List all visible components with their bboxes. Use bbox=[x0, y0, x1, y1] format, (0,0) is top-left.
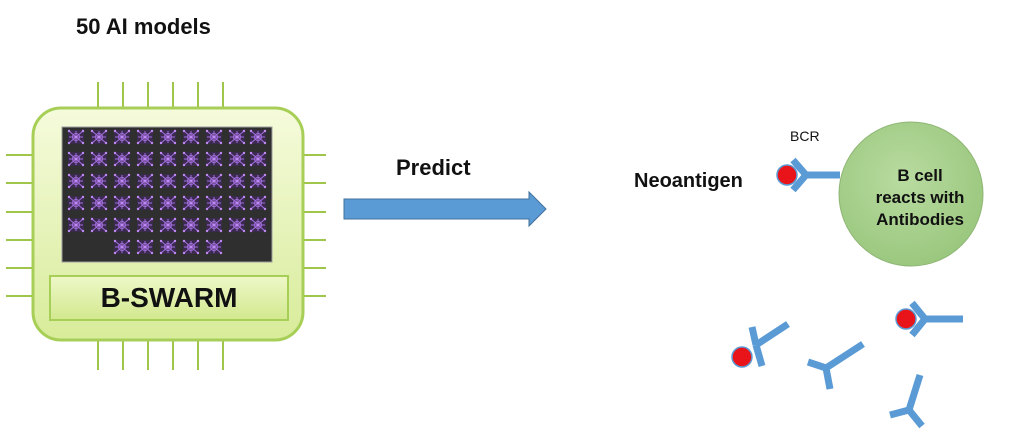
antibody-free-middle bbox=[806, 341, 865, 390]
antibody-free-bottom bbox=[889, 373, 925, 429]
bcell-label: B cell reacts with Antibodies bbox=[840, 138, 1000, 258]
b-cell bbox=[838, 121, 984, 267]
chip-label: B-SWARM bbox=[100, 282, 238, 313]
diagram-title: 50 AI models bbox=[76, 14, 211, 39]
chip-pins bbox=[6, 82, 326, 370]
bcr-label: BCR bbox=[790, 128, 820, 144]
model-row-3 bbox=[67, 173, 267, 189]
right-arrow-icon bbox=[343, 190, 547, 228]
model-row-4 bbox=[67, 195, 267, 211]
model-row-2 bbox=[67, 151, 267, 167]
predict-label: Predict bbox=[396, 155, 471, 180]
neoantigen-label: Neoantigen bbox=[634, 170, 743, 192]
antibody-bound-right bbox=[895, 300, 963, 338]
neoantigen-dot-icon bbox=[776, 164, 798, 186]
chip-screen bbox=[61, 126, 273, 263]
model-row-5 bbox=[67, 217, 267, 233]
bcell-line-2: reacts with bbox=[875, 188, 965, 207]
chip-label-plate bbox=[49, 275, 289, 321]
antigen-dot-icon bbox=[731, 346, 753, 368]
bcell-line-1: B cell bbox=[897, 166, 943, 185]
antigen-dot-icon bbox=[895, 308, 917, 330]
model-row-1 bbox=[67, 129, 267, 145]
bcr-receptor bbox=[776, 157, 840, 193]
antibody-bound-left bbox=[731, 321, 790, 368]
bcell-line-3: Antibodies bbox=[876, 210, 964, 229]
